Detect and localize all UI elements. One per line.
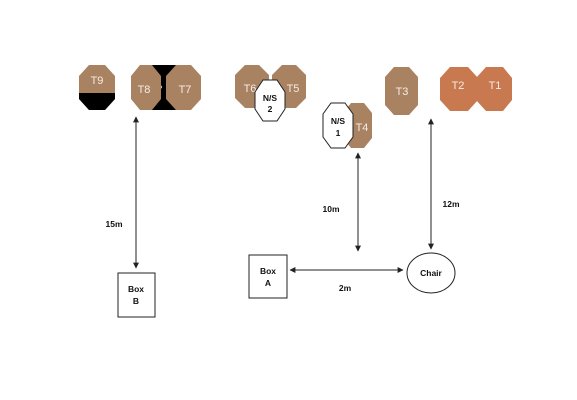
box-a: Box A [248,254,288,299]
box-b-letter: B [133,296,139,306]
target-t2: T2 [440,67,478,111]
target-t9-label: T9 [91,75,104,87]
target-t1: T1 [476,67,512,111]
target-t5-label: T5 [287,83,300,95]
target-t7: T7 [166,65,201,110]
target-t8-label: T8 [138,84,151,96]
distance-label-box-a-chair: 2m [339,283,352,293]
target-t4-label: T4 [356,122,369,134]
box-b: Box B [117,272,156,318]
chair-label: Chair [420,268,442,278]
distance-label-chair-t3: 12m [442,199,459,209]
target-t3: T3 [385,67,418,115]
no-shoot-1: N/S 1 [322,102,354,149]
no-shoot-2-number: 2 [268,104,273,114]
no-shoot-1-label: N/S [331,116,346,126]
no-shoot-2-label: N/S [263,93,278,103]
target-t1-label: T1 [489,80,502,92]
target-t6-label: T6 [244,83,257,95]
target-t9: T9 [79,65,115,110]
no-shoot-2: N/S 2 [254,79,286,122]
box-a-letter: A [265,278,271,288]
box-b-label: Box [128,284,144,294]
target-t7-label: T7 [179,84,192,96]
distance-label-box-a-t4: 10m [322,204,339,214]
target-t2-label: T2 [452,80,465,92]
no-shoot-1-number: 1 [336,128,341,138]
target-t3-label: T3 [396,86,409,98]
box-a-label: Box [260,266,276,276]
chair: Chair [406,252,456,294]
distance-label-box-b-t8: 15m [105,219,122,229]
target-t8: T8 [131,65,161,110]
